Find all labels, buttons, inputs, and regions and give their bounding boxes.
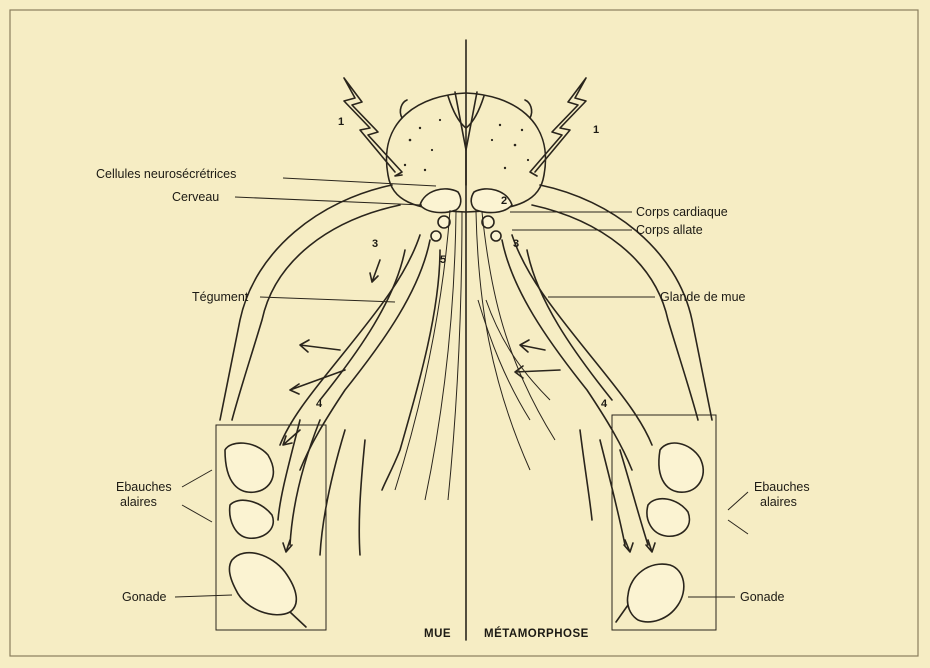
- marker-5: 5: [440, 254, 446, 266]
- figure-frame: [10, 10, 918, 656]
- marker-1-left: 1: [338, 116, 344, 128]
- marker-3-left: 3: [372, 238, 378, 250]
- label-cerveau: Cerveau: [172, 190, 219, 204]
- right-body: [478, 185, 716, 630]
- marker-1-right: 1: [593, 124, 599, 136]
- caption-mue: MUE: [424, 628, 451, 640]
- label-cellules-neurosecretrices: Cellules neurosécrétrices: [96, 167, 236, 181]
- label-ebauches-left-1: Ebauches: [116, 480, 172, 494]
- label-corps-allate: Corps allate: [636, 223, 703, 237]
- label-corps-cardiaque: Corps cardiaque: [636, 205, 728, 219]
- lightning-bolt-left: [344, 78, 402, 176]
- marker-4-left: 4: [316, 398, 323, 410]
- label-ebauches-left-2: alaires: [120, 495, 157, 509]
- label-gonade-right: Gonade: [740, 590, 785, 604]
- marker-3-right: 3: [513, 238, 519, 250]
- lightning-bolt-right: [530, 78, 586, 176]
- label-ebauches-right-2: alaires: [760, 495, 797, 509]
- marker-4-right: 4: [601, 398, 608, 410]
- label-ebauches-right-1: Ebauches: [754, 480, 810, 494]
- left-body: [216, 185, 440, 630]
- caption-metamorphose: MÉTAMORPHOSE: [484, 627, 589, 640]
- marker-2: 2: [501, 195, 507, 207]
- label-gonade-left: Gonade: [122, 590, 167, 604]
- label-glande-de-mue: Glande de mue: [660, 290, 746, 304]
- label-tegument: Tégument: [192, 290, 249, 304]
